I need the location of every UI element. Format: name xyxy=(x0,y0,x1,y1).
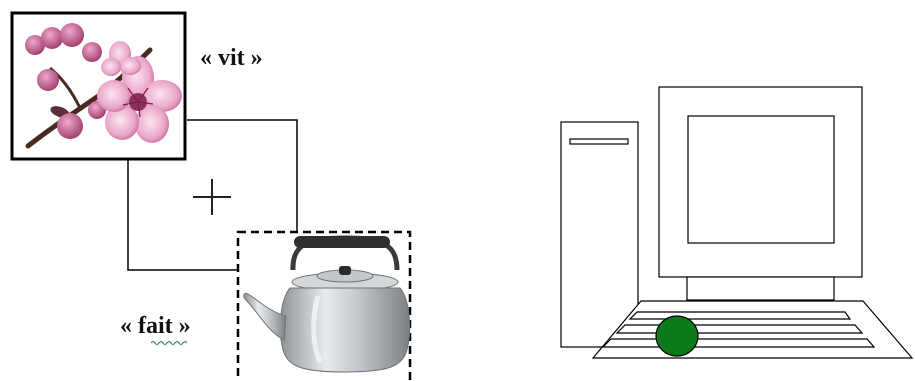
spellcheck-underline xyxy=(151,340,187,346)
kettle-image xyxy=(238,232,410,381)
word-fait-label: « fait » xyxy=(120,314,191,338)
computer-icon xyxy=(561,87,912,358)
word-vit-label: « vit » xyxy=(200,46,263,70)
mouse-ball xyxy=(656,316,698,356)
flower-image xyxy=(12,13,185,159)
plus-sign xyxy=(193,179,231,215)
